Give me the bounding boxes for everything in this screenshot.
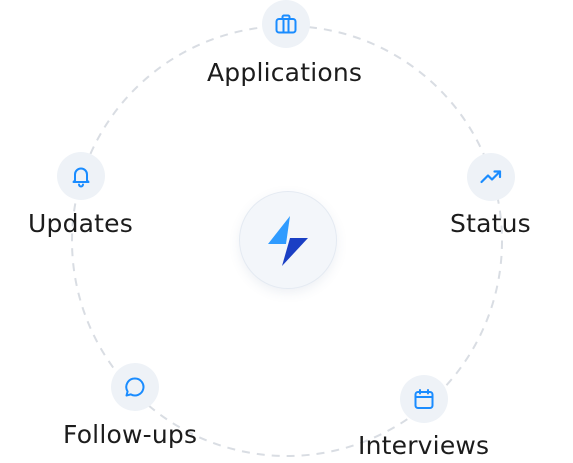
briefcase-icon <box>262 0 310 48</box>
node-label-applications: Applications <box>207 58 363 87</box>
lightning-bolt-logo <box>268 216 308 266</box>
node-label-status: Status <box>450 209 531 238</box>
node-label-follow-ups: Follow-ups <box>63 420 198 449</box>
node-label-interviews: Interviews <box>358 431 490 460</box>
node-label-updates: Updates <box>28 209 133 238</box>
calendar-icon <box>400 375 448 423</box>
trending-up-icon <box>467 153 515 201</box>
chat-bubble-icon <box>111 363 159 411</box>
center-logo <box>240 192 336 288</box>
bell-icon <box>57 152 105 200</box>
